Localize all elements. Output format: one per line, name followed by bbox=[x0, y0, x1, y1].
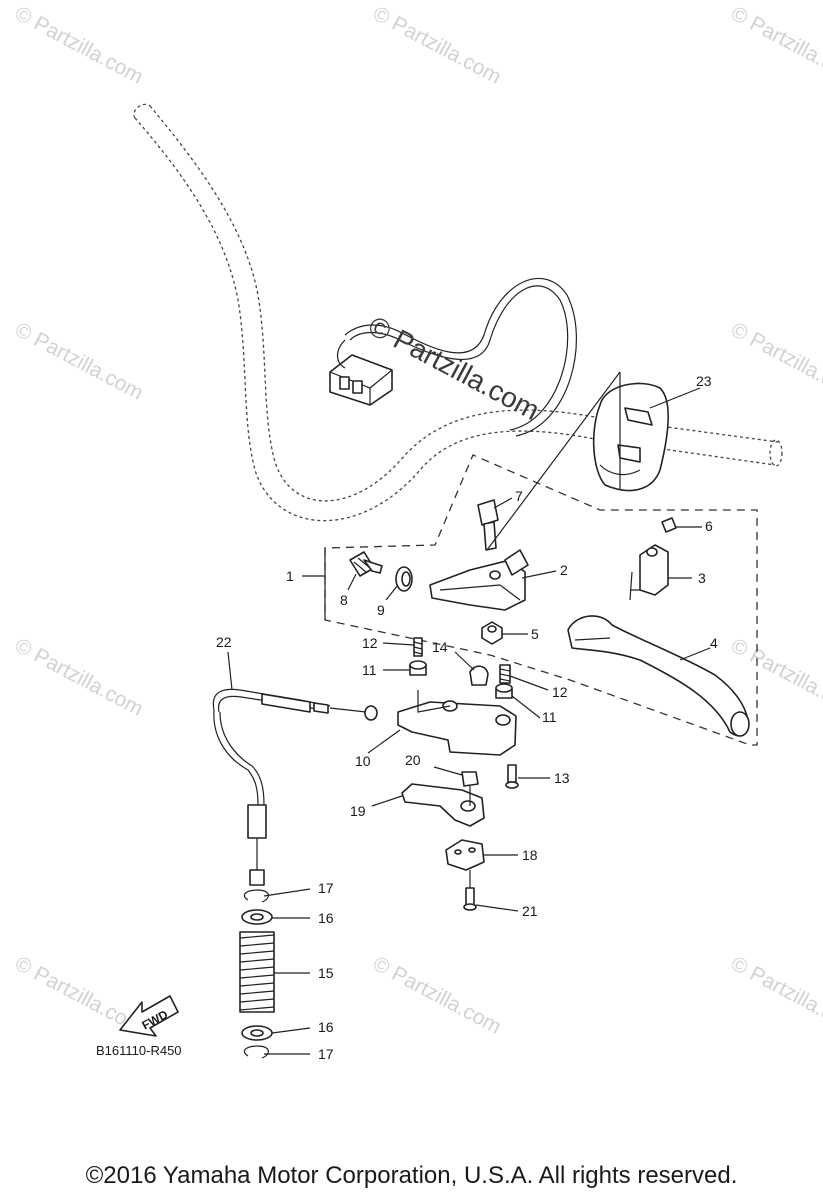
part-pivot-bolt bbox=[477, 499, 499, 551]
label-11b: 11 bbox=[542, 709, 557, 725]
part-washer bbox=[241, 1025, 273, 1041]
part-lever-holder bbox=[429, 371, 621, 611]
label-22: 22 bbox=[216, 634, 232, 650]
part-circlip bbox=[243, 889, 269, 903]
label-9: 9 bbox=[377, 602, 385, 618]
label-6: 6 bbox=[705, 518, 713, 534]
label-12b: 12 bbox=[552, 684, 568, 700]
label-19: 19 bbox=[350, 803, 366, 819]
label-15: 15 bbox=[318, 965, 334, 981]
label-1: 1 bbox=[286, 568, 294, 584]
label-16b: 16 bbox=[318, 1019, 334, 1035]
part-clutch-switch bbox=[629, 544, 669, 601]
part-circlip bbox=[243, 1045, 269, 1059]
part-spring bbox=[499, 664, 511, 684]
part-nut bbox=[481, 621, 503, 645]
part-adjuster-bolt bbox=[349, 551, 383, 577]
label-8: 8 bbox=[340, 592, 348, 608]
label-2: 2 bbox=[560, 562, 568, 578]
part-clutch-lever bbox=[567, 615, 750, 737]
part-collar bbox=[409, 660, 427, 676]
diagram-reference-code: B161110-R450 bbox=[96, 1043, 182, 1058]
label-12a: 12 bbox=[362, 635, 378, 651]
handlebar-switch bbox=[592, 372, 670, 492]
label-14: 14 bbox=[432, 639, 448, 655]
label-20: 20 bbox=[405, 752, 421, 768]
part-collar bbox=[495, 683, 513, 699]
label-18: 18 bbox=[522, 847, 538, 863]
label-11a: 11 bbox=[362, 662, 377, 678]
label-3: 3 bbox=[698, 570, 706, 586]
label-10: 10 bbox=[355, 753, 371, 769]
part-screw bbox=[463, 870, 477, 911]
part-arm bbox=[401, 783, 485, 827]
switch-harness bbox=[329, 278, 577, 437]
label-23: 23 bbox=[696, 373, 712, 389]
callout-labels: 1 2 3 4 5 6 7 8 9 10 11 11 12 12 13 14 1… bbox=[216, 373, 718, 1062]
part-washer bbox=[241, 909, 273, 925]
label-4: 4 bbox=[710, 635, 718, 651]
label-17b: 17 bbox=[318, 1046, 334, 1062]
part-bolt bbox=[505, 764, 519, 789]
label-21: 21 bbox=[522, 903, 538, 919]
part-cable bbox=[212, 688, 378, 886]
forward-arrow-icon: FWD bbox=[119, 995, 179, 1037]
part-return-spring bbox=[239, 931, 275, 1013]
part-bracket bbox=[397, 690, 517, 756]
label-16a: 16 bbox=[318, 910, 334, 926]
part-nut bbox=[461, 771, 479, 787]
part-spring bbox=[413, 637, 423, 657]
handlebar-outline bbox=[133, 103, 783, 522]
leader-lines bbox=[227, 387, 711, 1055]
copyright-notice: ©2016 Yamaha Motor Corporation, U.S.A. A… bbox=[85, 1162, 738, 1189]
label-5: 5 bbox=[531, 626, 539, 642]
label-7: 7 bbox=[515, 488, 523, 504]
part-plate bbox=[445, 839, 485, 871]
label-13: 13 bbox=[554, 770, 570, 786]
part-screw bbox=[661, 517, 677, 533]
label-17a: 17 bbox=[318, 880, 334, 896]
part-locknut bbox=[395, 566, 413, 592]
